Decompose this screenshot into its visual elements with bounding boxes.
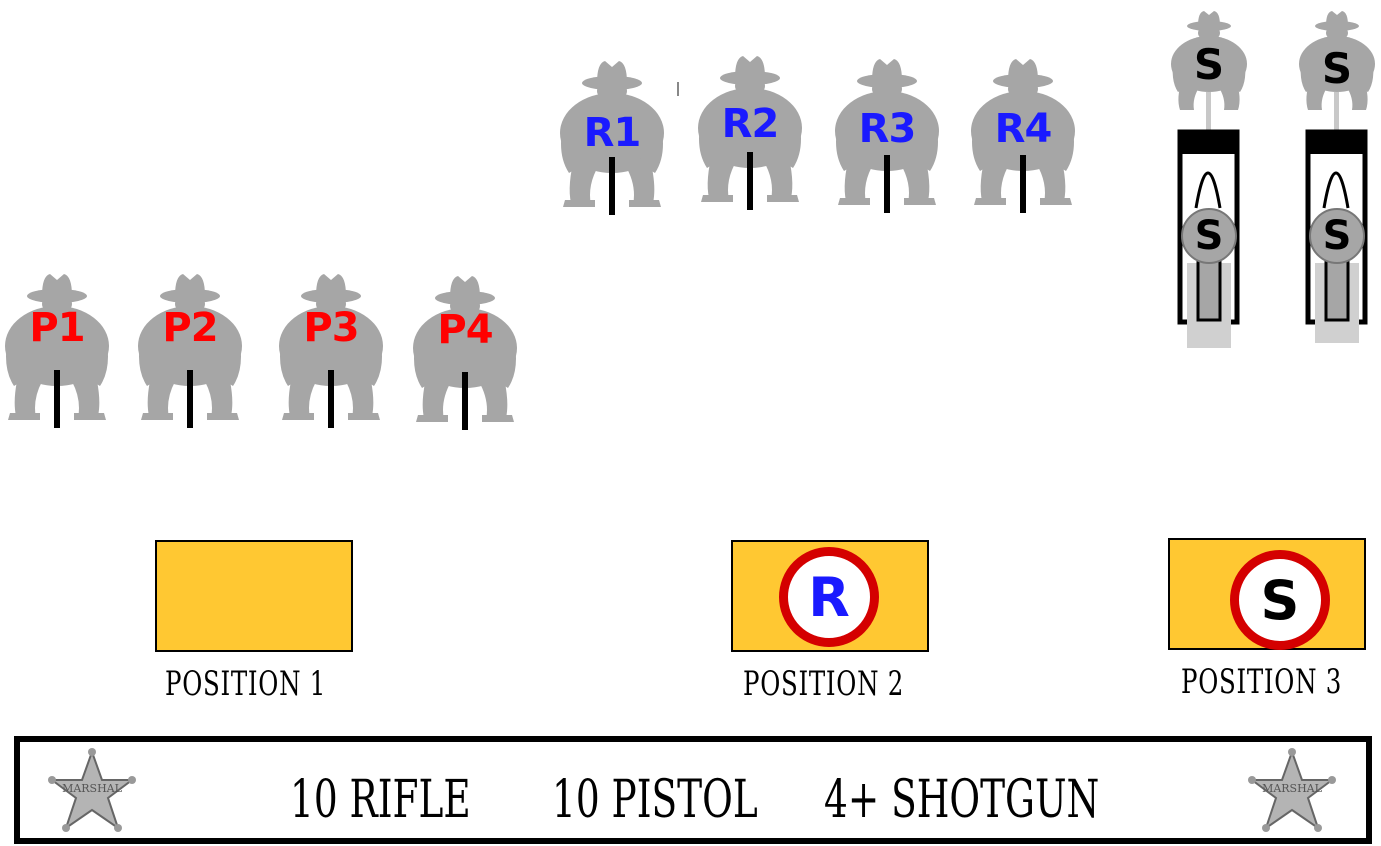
pistol-target-p1: P1 xyxy=(2,268,112,438)
svg-text:MARSHAL: MARSHAL xyxy=(1262,782,1323,795)
position-1-box xyxy=(155,540,353,652)
knockdown-label: S xyxy=(1194,213,1224,259)
target-label: P1 xyxy=(29,305,85,351)
position-2-box: R xyxy=(731,540,929,652)
target-label: R2 xyxy=(721,101,780,147)
shotgun-count: 4+ SHOTGUN xyxy=(824,770,1100,830)
position-2-label: POSITION 2 xyxy=(743,664,905,704)
round-count-banner: MARSHAL 10 RIFLE 10 PISTOL 4+ SHOTGUN MA… xyxy=(14,736,1372,844)
position-1-label: POSITION 1 xyxy=(165,664,327,704)
rifle-target-r4: R4 xyxy=(968,53,1078,223)
target-label: R3 xyxy=(858,106,917,152)
pistol-count: 10 PISTOL xyxy=(552,770,758,830)
shotgun-target-label: S xyxy=(1321,44,1353,93)
marshal-star-icon: MARSHAL xyxy=(1248,748,1336,832)
svg-text:MARSHAL: MARSHAL xyxy=(62,782,123,795)
rifle-count: 10 RIFLE xyxy=(290,770,471,830)
rifle-target-r3: R3 xyxy=(832,53,942,223)
shotgun-stand-1: S S xyxy=(1170,8,1248,348)
target-label: P2 xyxy=(162,305,218,351)
knockdown-stand-icon xyxy=(1299,11,1375,343)
stray-mark xyxy=(677,82,679,96)
pistol-target-p3: P3 xyxy=(276,268,386,438)
target-label: P4 xyxy=(437,307,493,353)
shotgun-target-label: S xyxy=(1193,40,1225,89)
pistol-target-p4: P4 xyxy=(410,270,520,440)
rifle-target-r2: R2 xyxy=(695,50,805,220)
rifle-badge: R xyxy=(779,547,879,647)
pistol-target-p2: P2 xyxy=(135,268,245,438)
shotgun-stand-2: S S xyxy=(1298,8,1376,348)
shotgun-badge: S xyxy=(1230,550,1330,650)
position-3-box: S xyxy=(1168,538,1366,650)
target-label: R4 xyxy=(994,106,1053,152)
cowboy-silhouette-icon xyxy=(138,274,242,428)
marshal-star-icon: MARSHAL xyxy=(48,748,136,832)
knockdown-stand-icon xyxy=(1171,11,1247,348)
cowboy-silhouette-icon xyxy=(413,276,517,430)
target-label: P3 xyxy=(303,305,359,351)
target-label: R1 xyxy=(583,110,642,156)
cowboy-silhouette-icon xyxy=(5,274,109,428)
rifle-target-r1: R1 xyxy=(557,55,667,225)
knockdown-label: S xyxy=(1322,213,1352,259)
cowboy-silhouette-icon xyxy=(279,274,383,428)
position-3-label: POSITION 3 xyxy=(1181,662,1343,702)
